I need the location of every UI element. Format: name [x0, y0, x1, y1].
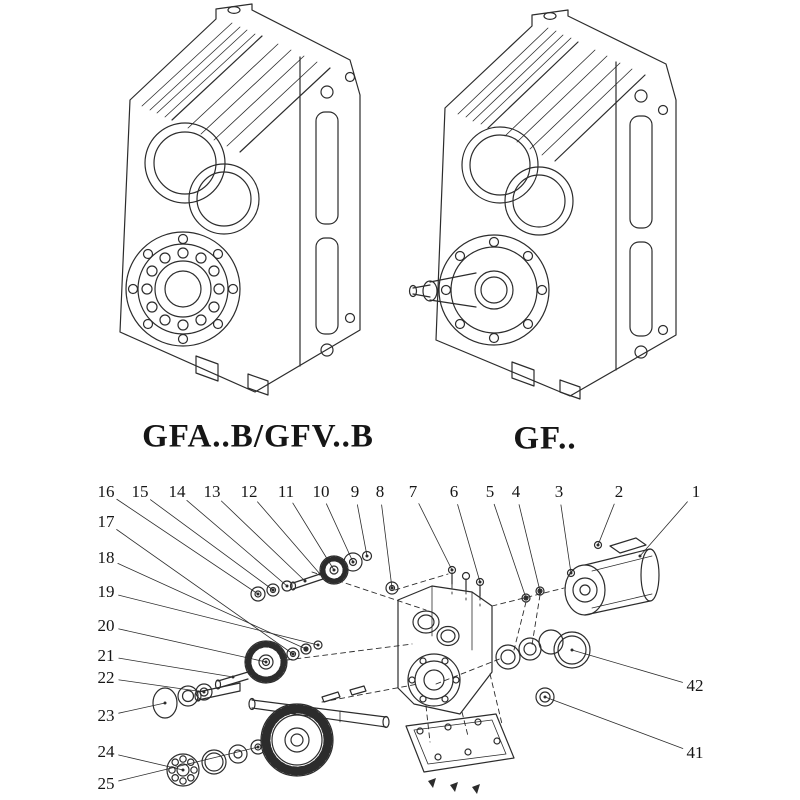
leader-dot-15: [271, 588, 275, 592]
callout-label-2: 2: [614, 482, 624, 501]
housing-drawing: [397, 585, 493, 715]
leader-line-5: [493, 503, 527, 599]
leader-line-25: [118, 746, 259, 782]
leader-line-1: [639, 501, 688, 557]
leader-line-22: [118, 679, 205, 693]
leader-dot-7: [450, 568, 454, 572]
leader-line-4: [518, 504, 541, 592]
leader-dot-17: [291, 652, 295, 656]
leader-dot-4: [538, 589, 542, 593]
callout-label-8: 8: [375, 482, 385, 501]
output-shaft-parts-drawing: [248, 685, 390, 777]
gearbox-left-drawing: [119, 3, 361, 396]
intermediate-gear-parts-drawing: [195, 640, 323, 701]
leader-dot-8: [390, 586, 394, 590]
callout-label-9: 9: [350, 482, 360, 501]
leader-line-2: [597, 503, 615, 546]
leader-line-3: [560, 504, 572, 574]
callout-label-12: 12: [240, 482, 258, 501]
callout-label-16: 16: [97, 482, 115, 501]
motor-drawing: [564, 537, 660, 616]
leader-line-11: [292, 502, 335, 571]
leader-dot-22: [202, 690, 206, 694]
leader-line-17: [116, 529, 294, 655]
leader-dot-23: [163, 701, 167, 705]
callout-label-10: 10: [312, 482, 330, 501]
gearbox-right-drawing: [408, 9, 677, 400]
leader-dot-42: [570, 648, 574, 652]
callout-label-14: 14: [168, 482, 186, 501]
callout-label-23: 23: [97, 706, 115, 725]
leader-dot-16: [256, 592, 260, 596]
leader-line-41: [544, 696, 684, 749]
leader-dot-41: [543, 695, 547, 699]
leader-dot-5: [524, 596, 528, 600]
cover-bolts-drawing: [447, 565, 545, 603]
leader-lines: [116, 498, 688, 782]
callout-label-20: 20: [97, 616, 115, 635]
leader-line-19: [118, 594, 319, 646]
leader-dot-3: [569, 571, 573, 575]
leader-line-8: [381, 504, 393, 589]
callout-label-5: 5: [485, 482, 495, 501]
callout-label-11: 11: [277, 482, 295, 501]
leader-dot-19: [316, 643, 320, 647]
leader-line-13: [220, 500, 306, 582]
callout-label-18: 18: [97, 548, 115, 567]
callout-label-15: 15: [131, 482, 149, 501]
exploded-view-drawing: [152, 537, 660, 794]
callout-label-4: 4: [511, 482, 521, 501]
callout-label-41: 41: [686, 743, 704, 762]
leader-dot-14: [285, 584, 289, 588]
leader-dot-18: [304, 647, 308, 651]
leader-line-16: [116, 498, 259, 595]
leader-line-23: [118, 702, 166, 714]
leader-line-42: [571, 649, 683, 683]
leader-line-6: [457, 504, 481, 583]
leader-line-10: [326, 503, 354, 563]
leader-dot-24: [181, 768, 185, 772]
big-gear-drawing: [260, 703, 334, 777]
callout-label-21: 21: [97, 646, 115, 665]
callout-label-13: 13: [203, 482, 221, 501]
solid-shaft-flange: [408, 234, 550, 346]
leader-dot-11: [332, 568, 336, 572]
callout-label-22: 22: [97, 668, 115, 687]
leader-line-14: [186, 500, 288, 587]
callout-label-42: 42: [686, 676, 704, 695]
leader-line-18: [117, 562, 307, 650]
leader-line-15: [150, 499, 274, 591]
callout-label-1: 1: [691, 482, 701, 501]
callout-label-7: 7: [408, 482, 418, 501]
input-shaft-parts-drawing: [250, 550, 399, 602]
leader-dot-2: [596, 543, 600, 547]
leader-dot-10: [351, 560, 355, 564]
gasket-drawing: [405, 713, 515, 794]
leader-line-7: [418, 503, 453, 571]
callout-label-24: 24: [97, 742, 115, 761]
callout-label-25: 25: [97, 774, 115, 793]
leader-dot-9: [365, 554, 369, 558]
callout-label-6: 6: [449, 482, 459, 501]
leader-line-21: [118, 657, 234, 678]
hollow-shaft-flange: [125, 231, 241, 347]
callout-label-3: 3: [554, 482, 564, 501]
leader-dot-1: [638, 554, 642, 558]
figure-label-right: GF..: [513, 420, 577, 457]
figure-label-left: GFA..B/GFV..B: [142, 418, 374, 455]
callout-label-17: 17: [97, 512, 115, 531]
leader-dot-6: [478, 580, 482, 584]
callout-label-19: 19: [97, 582, 115, 601]
leader-dot-12: [318, 572, 322, 576]
leader-dot-13: [303, 579, 307, 583]
seal-rings-drawing: [495, 629, 591, 707]
leader-line-9: [356, 504, 368, 557]
leader-line-12: [257, 501, 321, 575]
leader-dot-21: [231, 675, 235, 679]
leader-line-20: [118, 628, 267, 663]
leader-dot-25: [256, 745, 260, 749]
leader-dot-20: [264, 660, 268, 664]
bearing-parts-drawing: [152, 682, 266, 787]
